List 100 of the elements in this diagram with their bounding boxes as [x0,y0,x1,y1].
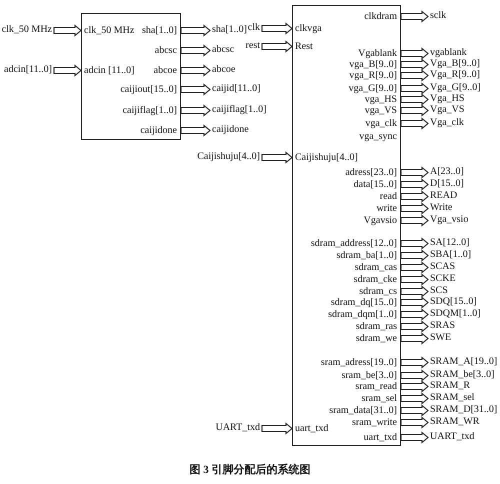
port-arrow [400,380,429,393]
signal-label: SCAS [430,261,456,272]
port-arrow [400,117,429,130]
signal-label: Vga_HS [430,93,464,104]
signal-label: SRAM_be[3..0] [430,369,494,380]
port-arrow [400,416,429,429]
signal-label: clk_50 MHz [2,24,52,35]
signal-label: UART_txd [430,431,474,442]
signal-label: abcoe [212,64,236,75]
module-box [292,5,401,446]
pin-label: sdram_cs [359,286,397,297]
pin-label: uart_txd [364,432,397,443]
signal-label: sclk [430,10,446,21]
signal-label: vgablank [430,47,467,58]
port-arrow [400,285,429,298]
pin-label: abcoe [154,65,177,76]
signal-label: READ [430,190,458,201]
signal-label: Caijishuju[4..0] [197,151,260,162]
pin-label: vga_R[9..0] [349,70,397,81]
port-arrow [400,249,429,262]
signal-label: SRAM_sel [430,392,474,403]
caption: 图 3 引脚分配后的系统图 [188,462,312,477]
signal-label: adcin[11..0] [4,64,52,75]
pin-label: sdram_dq[15..0] [330,297,397,308]
signal-label: caijidone [212,124,249,135]
port-arrow [400,332,429,345]
port-arrow [400,93,429,106]
signal-label: Vga_B[9..0] [430,58,480,69]
port-arrow [261,22,293,35]
pin-label: sdram_cke [354,274,397,285]
pin-label: caijiflag[1..0] [122,105,177,116]
pin-label: sram_data[31..0] [329,405,397,416]
port-arrow [400,214,429,227]
pin-label: adcin [11..0] [84,65,134,76]
port-arrow [180,83,211,96]
signal-label: SBA[1..0] [430,249,472,260]
signal-label: SRAM_A[19..0] [430,356,498,367]
pin-label: vga_HS [364,94,397,105]
port-arrow [180,64,211,77]
signal-label: SCKE [430,273,456,284]
pin-label: vga_VS [364,105,397,116]
signal-label: SRAS [430,320,456,331]
port-arrow [400,69,429,82]
pin-label: sdram_cas [354,262,397,273]
pin-label: sram_adress[19..0] [320,357,397,368]
pin-label: clk_50 MHz [84,25,134,36]
pin-label: sha[1..0] [142,25,177,36]
pin-label: clkdram [364,11,397,22]
port-arrow [400,82,429,95]
port-arrow [180,44,211,57]
port-arrow [261,40,293,53]
port-arrow [400,58,429,71]
signal-label: UART_txd [216,422,260,433]
port-arrow [400,273,429,286]
signal-label: sha[1..0] [212,24,247,35]
port-arrow [53,24,82,37]
signal-label: Vga_VS [430,104,464,115]
signal-label: clk [248,22,260,33]
signal-label: Vga_vsio [430,214,468,225]
pin-label: Vgavsio [364,215,397,226]
signal-label: Write [430,202,452,213]
pin-label: Rest [295,41,313,52]
port-arrow [400,237,429,250]
port-arrow [400,369,429,382]
port-arrow [400,261,429,274]
signal-label: SWE [430,332,452,343]
signal-label: caijiflag[1..0] [212,104,266,115]
port-arrow [400,356,429,369]
pin-label: vga_B[9..0] [349,59,397,70]
signal-label: A[23..0] [430,166,464,177]
signal-label: SDQM[1..0] [430,308,481,319]
pin-label: adress[23..0] [345,167,397,178]
pin-label: vga_clk [365,118,397,129]
port-arrow [180,124,211,137]
pin-label: Vgablank [358,48,397,59]
signal-label: D[15..0] [430,178,464,189]
port-arrow [400,404,429,417]
pin-label: sdram_we [356,333,397,344]
signal-label: Vga_clk [430,117,464,128]
module-box [81,13,181,140]
port-arrow [400,178,429,191]
port-arrow [400,10,429,23]
port-arrow [261,422,293,435]
signal-label: SCS [430,285,448,296]
pin-label: clkvga [295,23,322,34]
signal-label: Vga_R[9..0] [430,69,480,80]
port-arrow [400,166,429,179]
signal-label: rest [246,40,260,51]
port-arrow [400,431,429,444]
pin-label: sdram_ba[1..0] [336,250,397,261]
port-arrow [400,392,429,405]
pin-label: sdram_ras [356,321,397,332]
pin-label: sram_sel [361,393,397,404]
signal-label: SRAM_D[31..0] [430,404,498,415]
pin-label: sdram_address[12..0] [310,238,397,249]
pin-label: sdram_dqm[1..0] [328,309,397,320]
port-arrow [400,190,429,203]
pin-label: sram_be[3..0] [341,370,397,381]
port-arrow [400,47,429,60]
port-arrow [180,24,211,37]
